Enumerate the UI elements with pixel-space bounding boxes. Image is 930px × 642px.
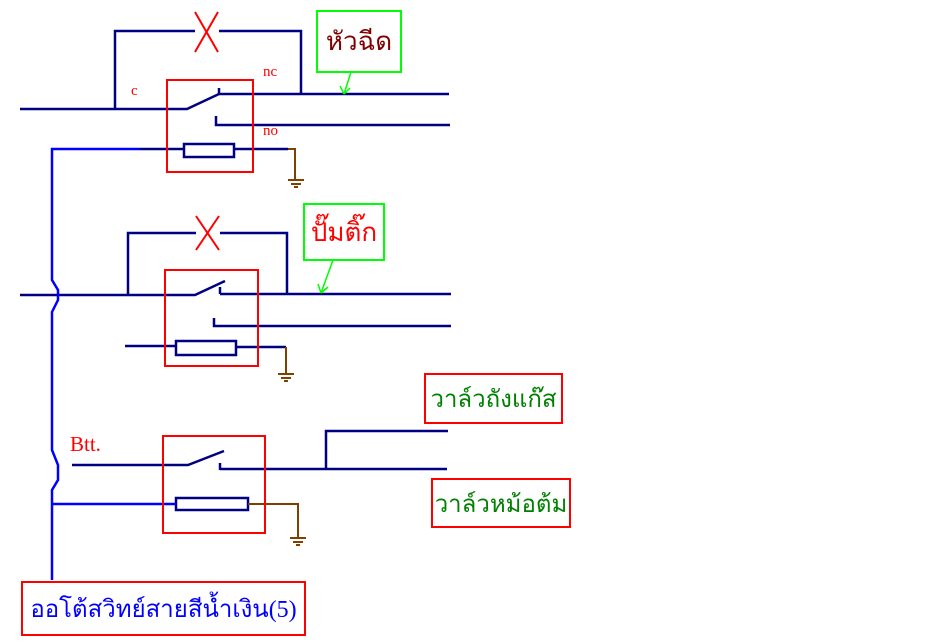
relay1-bypass-wire-right: [219, 29, 303, 94]
label-no: no: [263, 123, 278, 139]
ground-icon: [278, 373, 294, 382]
label-c: c: [131, 83, 138, 99]
relay2-bypass-wire-right: [220, 231, 289, 294]
callout-auto-switch-text: ออโต้สวิทย์สายสีน้ำเงิน(5): [30, 597, 297, 623]
relay2-coil: [174, 339, 238, 357]
label-nc: nc: [263, 64, 278, 80]
relay2-no-wire: [212, 318, 451, 328]
ground-icon: [290, 537, 306, 546]
arrow-icon: [339, 71, 352, 95]
ground-icon: [288, 179, 304, 188]
arrow-icon: [317, 259, 334, 294]
callout-auto-switch: ออโต้สวิทย์สายสีน้ำเงิน(5): [21, 581, 306, 636]
callout-boiler-valve: วาล์วหม้อต้ม: [431, 478, 571, 528]
callout-gas-valve: วาล์วถังแก๊ส: [424, 373, 563, 424]
relay1-ground-wire: [288, 148, 296, 180]
callout-nozzle: หัวฉีด: [316, 10, 402, 73]
relay3-coil: [174, 496, 250, 512]
relay2-box: [164, 269, 259, 367]
relay2-common-wire: [20, 279, 226, 297]
label-btt: Btt.: [70, 432, 101, 456]
relay1-bypass-wire: [113, 29, 195, 109]
callout-boiler-valve-text: วาล์วหม้อต้ม: [434, 491, 568, 518]
callout-pump-text: ปั๊มติ๊ก: [310, 217, 378, 247]
relay3-box: [162, 435, 266, 534]
callout-gas-valve-text: วาล์วถังแก๊ส: [430, 387, 557, 413]
control-wire-main: [50, 147, 140, 580]
relay1-no-wire: [214, 116, 450, 127]
cut-x-icon: [194, 11, 219, 53]
callout-pump: ปั๊มติ๊ก: [303, 203, 385, 261]
relay1-common-wire: [20, 92, 220, 111]
cut-x-icon: [195, 215, 220, 251]
relay3-input-wire: [72, 449, 225, 467]
relay3-branch-wire: [324, 429, 448, 469]
relay2-bypass-wire: [126, 231, 196, 295]
callout-nozzle-text: หัวฉีด: [325, 27, 393, 56]
relay1-box: [166, 79, 254, 173]
relay1-coil: [182, 142, 236, 159]
